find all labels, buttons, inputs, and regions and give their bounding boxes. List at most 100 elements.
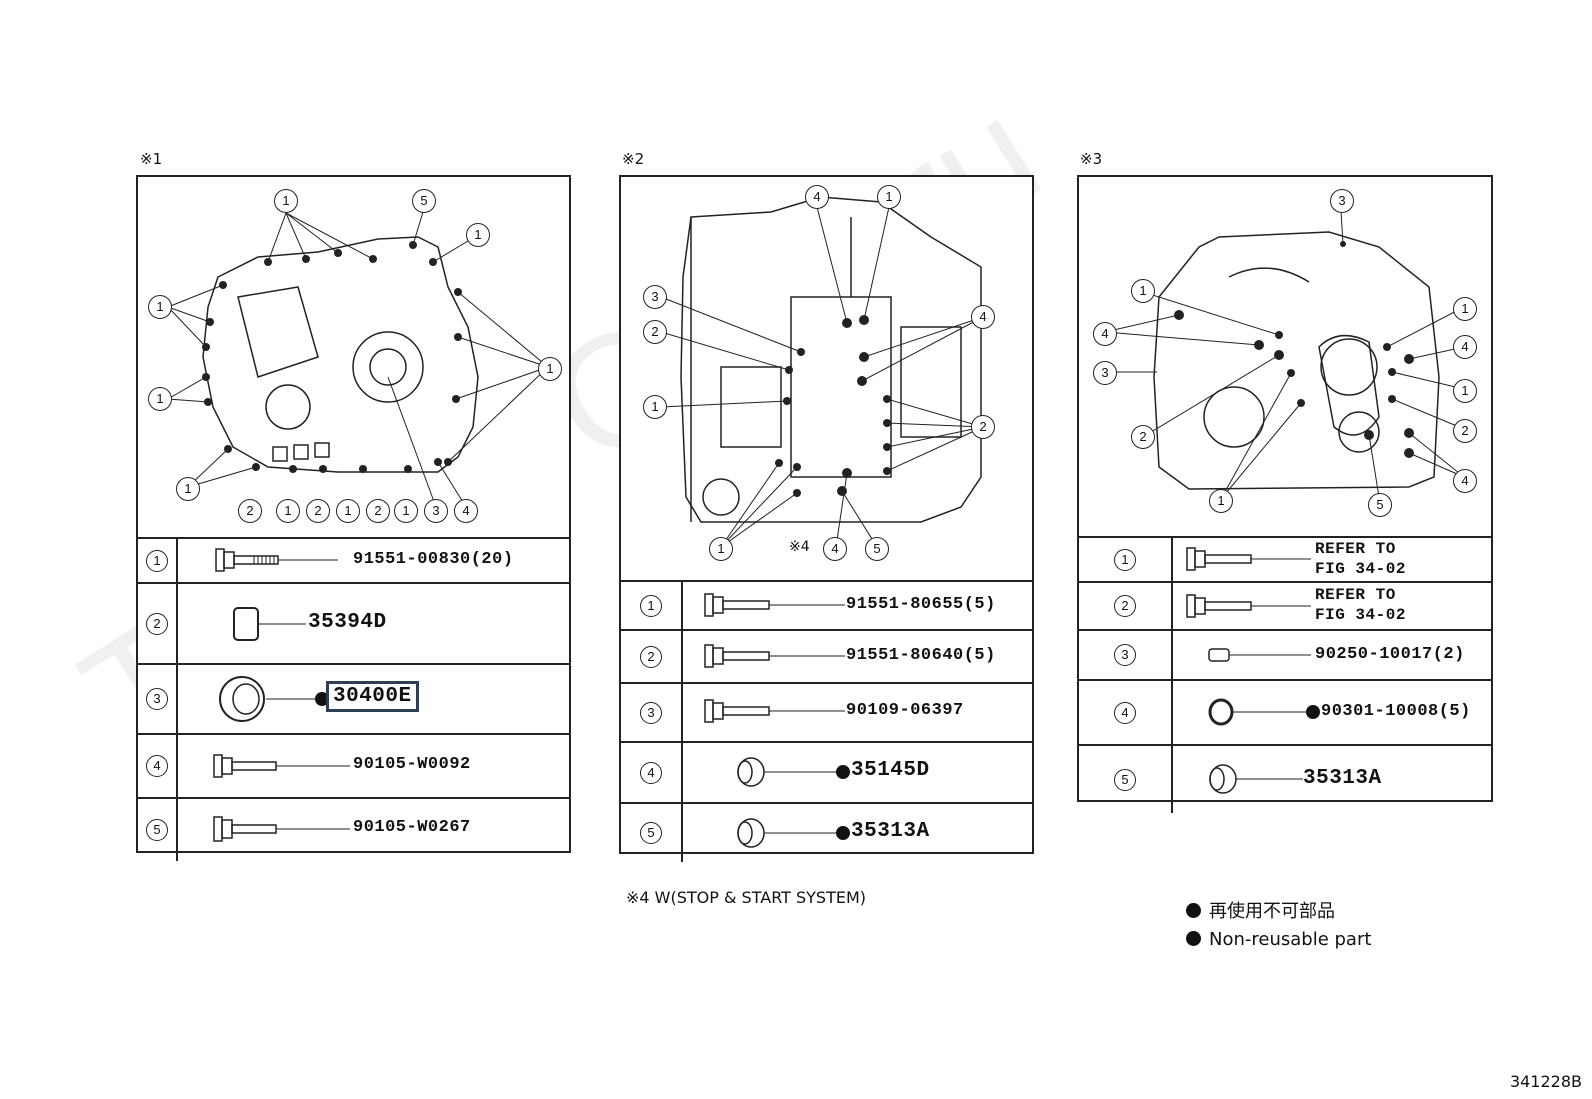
callout-3: 3	[1330, 189, 1354, 213]
callout-3: 3	[643, 285, 667, 309]
table-row: 5 35313A	[1079, 744, 1491, 813]
callout-2: 2	[643, 320, 667, 344]
panel-3: 3 1 4 3 2 1 1 4 1 2 4 5 1 REFER TO FIG 3…	[1077, 175, 1493, 813]
table-row: 2 REFER TO FIG 34-02	[1079, 581, 1491, 630]
parts-table-1: 1 91551-00830(20) 2 35394D 3 30400E 4	[138, 537, 569, 861]
callout-4: 4	[1453, 469, 1477, 493]
row-number: 4	[1114, 701, 1136, 724]
part-number: 35313A	[851, 820, 930, 843]
callout-2: 2	[238, 499, 262, 523]
part-number: 90105-W0092	[353, 755, 471, 774]
panel-1: 1 5 1 1 1 1 1 2 1 2 1 2 1 3 4 1 91551-00…	[136, 175, 571, 861]
row-number: 5	[640, 822, 662, 844]
table-row: 4 35145D	[621, 741, 1032, 803]
callout-5: 5	[412, 189, 436, 213]
callout-2: 2	[1131, 425, 1155, 449]
flange-bolt-icon	[213, 754, 350, 778]
callout-5: 5	[865, 537, 889, 561]
callout-3: 3	[424, 499, 448, 523]
flange-bolt-icon	[215, 548, 338, 572]
sleeve-icon	[737, 818, 850, 848]
callout-2: 2	[306, 499, 330, 523]
figure-id: 341228B	[1509, 1072, 1582, 1091]
plug-cap-icon	[233, 607, 306, 641]
callout-1: 1	[538, 357, 562, 381]
flange-bolt-icon	[704, 644, 845, 668]
callout-2: 2	[1453, 419, 1477, 443]
row-number: 2	[640, 645, 662, 668]
transaxle-housing-diagram	[167, 211, 549, 508]
row-number: 3	[640, 701, 662, 724]
table-row: 1 91551-80655(5)	[621, 580, 1032, 630]
legend-text-en: Non-reusable part	[1209, 929, 1372, 950]
row-number: 3	[1114, 644, 1136, 666]
table-row: 5 35313A	[621, 802, 1032, 862]
callout-1: 1	[466, 223, 490, 247]
parts-table-3: 1 REFER TO FIG 34-02 2 REFER TO FIG 34-0…	[1079, 536, 1491, 813]
callout-1: 1	[336, 499, 360, 523]
row-number: 5	[1114, 768, 1136, 791]
rear-cover-diagram	[1104, 210, 1465, 500]
callout-4: 4	[1093, 322, 1117, 346]
callout-4: 4	[1453, 335, 1477, 359]
row-number: 1	[146, 549, 168, 572]
part-ref-line1: REFER TO	[1315, 586, 1396, 604]
part-ref-line1: REFER TO	[1315, 540, 1396, 558]
callout-1: 1	[276, 499, 300, 523]
row-number: 1	[1114, 548, 1136, 571]
callout-1: 1	[1453, 379, 1477, 403]
callout-1: 1	[1131, 279, 1155, 303]
part-number: 91551-80655(5)	[846, 595, 996, 614]
parts-table-2: 1 91551-80655(5) 2 91551-80640(5) 3 9010…	[621, 580, 1032, 862]
table-row: 4 90105-W0092	[138, 733, 569, 798]
legend-text-jp: 再使用不可部品	[1209, 901, 1335, 922]
row-number: 4	[146, 755, 168, 777]
table-row: 3 90109-06397	[621, 682, 1032, 742]
part-number: 90301-10008(5)	[1321, 702, 1471, 721]
row-number: 1	[640, 594, 662, 617]
part-number: 90105-W0267	[353, 818, 471, 837]
callout-1: 1	[274, 189, 298, 213]
panel-2-label: ※2	[622, 150, 645, 168]
footnote-stop-start: ※4 W(STOP & START SYSTEM)	[626, 888, 867, 907]
o-ring-icon	[1208, 698, 1320, 726]
table-row: 4 90301-10008(5)	[1079, 679, 1491, 745]
panel-3-label: ※3	[1080, 150, 1103, 168]
callout-4: 4	[805, 185, 829, 209]
legend: 再使用不可部品 Non-reusable part	[1186, 898, 1371, 954]
callout-4: 4	[823, 537, 847, 561]
row-number: 5	[146, 819, 168, 841]
callout-3: 3	[1093, 361, 1117, 385]
valve-body-diagram	[660, 196, 984, 548]
legend-item-jp: 再使用不可部品	[1186, 898, 1371, 926]
part-ref-line2: FIG 34-02	[1315, 606, 1406, 624]
part-number: 91551-00830(20)	[353, 550, 514, 569]
table-row: 1 91551-00830(20)	[138, 537, 569, 583]
callout-1: 1	[394, 499, 418, 523]
flange-bolt-icon	[704, 699, 845, 723]
part-number: 35313A	[1303, 767, 1382, 790]
oil-seal-icon	[219, 676, 328, 722]
callout-1: 1	[148, 387, 172, 411]
table-row: 2 35394D	[138, 582, 569, 664]
part-number: 35145D	[851, 759, 930, 782]
row-number: 4	[640, 761, 662, 784]
callout-1: 1	[877, 185, 901, 209]
part-number: 90250-10017(2)	[1315, 645, 1465, 664]
flange-bolt-icon	[1186, 547, 1311, 571]
legend-item-en: Non-reusable part	[1186, 926, 1371, 954]
sleeve-icon	[1209, 764, 1303, 794]
non-reusable-dot-icon	[1186, 931, 1201, 946]
callout-2: 2	[366, 499, 390, 523]
part-number-highlighted[interactable]: 30400E	[326, 681, 419, 712]
flange-bolt-icon	[704, 593, 845, 617]
part-number: 35394D	[308, 611, 387, 634]
callout-1: 1	[1453, 297, 1477, 321]
callout-4: 4	[971, 305, 995, 329]
row-number: 3	[146, 688, 168, 710]
part-number: 90109-06397	[846, 701, 964, 720]
panel-1-label: ※1	[140, 150, 163, 168]
panel-2: 4 1 3 2 4 1 2 1 ※4 4 5 1 91551-80655(5) …	[619, 175, 1034, 862]
row-number: 2	[1114, 595, 1136, 617]
table-row: 5 90105-W0267	[138, 797, 569, 861]
